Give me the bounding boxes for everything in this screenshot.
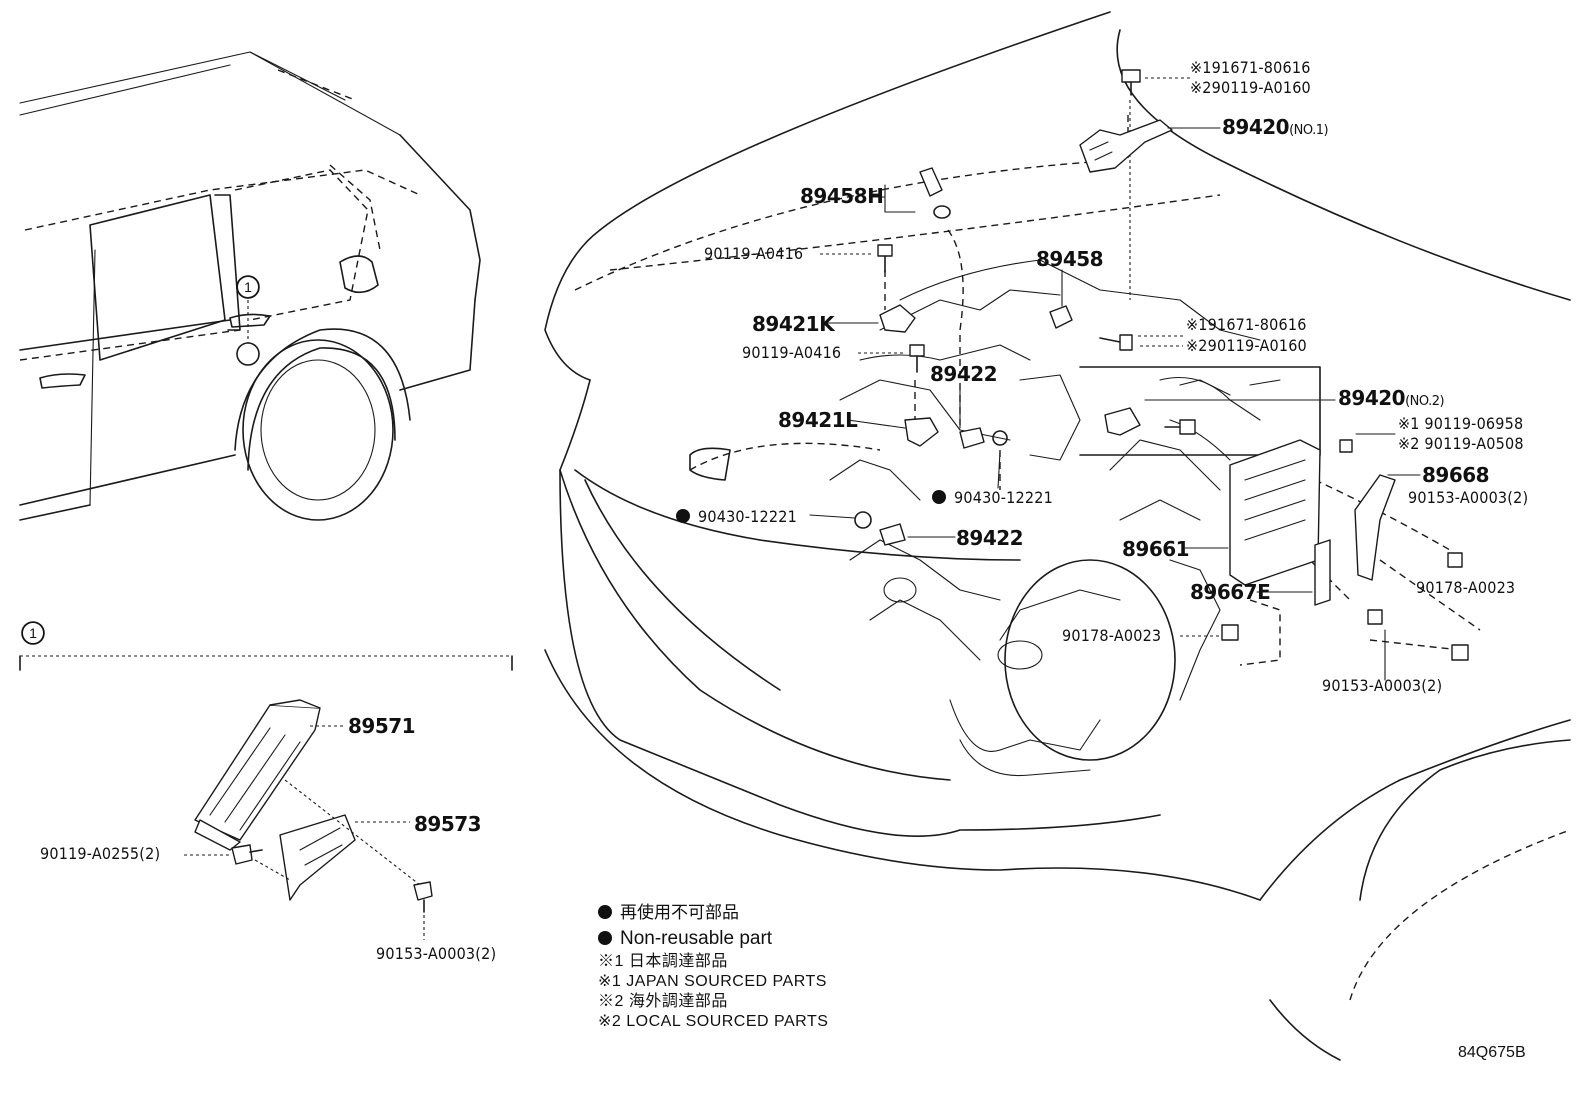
engine-bay-illustration [544,11,1571,1061]
label-90430-12221-a: 90430-12221 [932,490,1053,506]
label-89421l: 89421L [778,408,858,432]
label-91671-80616-a: ※191671-80616 [1190,58,1311,77]
engine-bay-parts [854,69,1469,661]
label-89573: 89573 [414,812,482,836]
leader-lines [809,77,1421,681]
legend-item-non-reusable-jp: 再使用不可部品 [598,900,828,926]
label-89661: 89661 [1122,537,1190,561]
label-89571: 89571 [348,714,416,738]
non-reusable-dot-icon [598,931,612,945]
label-90119-a0255: 90119-A0255(2) [40,844,161,863]
inset-marker: 1 [22,622,44,644]
label-90119-a0416-b: 90119-A0416 [742,343,842,362]
inset-frame [19,621,513,671]
label-90178-a0023-b: 90178-A0023 [1062,626,1162,645]
legend: 再使用不可部品 Non-reusable part ※1 日本調達部品 ※1 J… [598,900,828,1032]
label-90153-a0003-b: 90153-A0003(2) [1322,676,1443,695]
label-89422-b: 89422 [956,526,1024,550]
label-90430-12221-b: 90430-12221 [676,509,797,525]
vehicle-rear-illustration [19,51,481,521]
legend-item-local-en: ※2 LOCAL SOURCED PARTS [598,1013,829,1030]
label-89668: 89668 [1422,463,1490,487]
legend-item-japan-jp: ※1 日本調達部品 [598,953,728,970]
label-89421k: 89421K [752,312,835,336]
non-reusable-dot-icon [932,490,946,504]
legend-item-non-reusable-en: Non-reusable part [598,926,828,952]
legend-item-japan-en: ※1 JAPAN SOURCED PARTS [598,973,827,990]
label-89667e: 89667E [1190,580,1271,604]
label-89458h: 89458H [800,184,884,208]
inset-parts [184,699,433,940]
label-89420-no2: 89420(NO.2) [1338,386,1445,410]
label-90153-a0003-c: 90153-A0003(2) [376,944,497,963]
label-90119-a0416-a: 90119-A0416 [704,244,804,263]
label-90119-06958: ※1 90119-06958 [1398,414,1524,433]
callout-marker: 1 [237,276,259,298]
label-89458: 89458 [1036,247,1104,271]
label-91671-80616-b: ※191671-80616 [1186,315,1307,334]
label-90119-a0508: ※2 90119-A0508 [1398,434,1524,453]
non-reusable-dot-icon [676,509,690,523]
label-89420-no1: 89420(NO.1) [1222,115,1329,139]
non-reusable-dot-icon [598,905,612,919]
label-90119-a0160-b: ※290119-A0160 [1186,336,1307,355]
illustration-code: 84Q675B [1458,1044,1526,1061]
label-90178-a0023-a: 90178-A0023 [1416,578,1516,597]
legend-item-local-jp: ※2 海外調達部品 [598,993,728,1010]
label-90153-a0003-a: 90153-A0003(2) [1408,488,1529,507]
label-89422-a: 89422 [930,362,998,386]
label-90119-a0160-a: ※290119-A0160 [1190,78,1311,97]
